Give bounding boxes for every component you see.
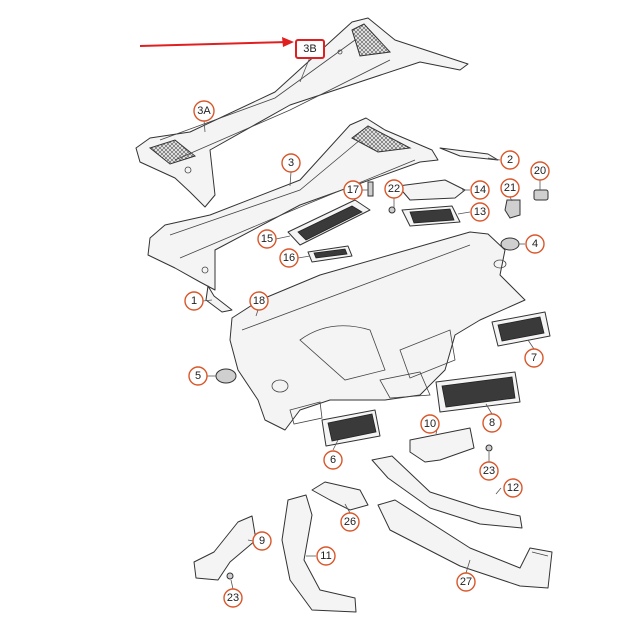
part-23-screw-b xyxy=(226,572,234,580)
callout-2[interactable]: 2 xyxy=(500,150,520,170)
callout-9-label: 9 xyxy=(259,535,265,547)
leader-lines xyxy=(202,56,541,590)
callout-17[interactable]: 17 xyxy=(343,180,363,200)
callout-12-label: 12 xyxy=(507,482,519,494)
pointer-arrow xyxy=(139,37,294,47)
callout-20[interactable]: 20 xyxy=(530,161,550,181)
part-12-duct xyxy=(371,455,523,529)
part-27-floor-duct xyxy=(377,499,553,589)
part-16-bezel xyxy=(307,245,353,263)
callout-23-lower[interactable]: 23 xyxy=(223,588,243,608)
part-17-22-fasteners xyxy=(367,181,396,214)
callout-8[interactable]: 8 xyxy=(482,413,502,433)
callout-15[interactable]: 15 xyxy=(257,229,277,249)
callout-23-upper-label: 23 xyxy=(483,465,495,477)
part-7-right-vent xyxy=(491,311,551,347)
callout-7-label: 7 xyxy=(531,352,537,364)
callout-10[interactable]: 10 xyxy=(420,414,440,434)
callout-6[interactable]: 6 xyxy=(323,450,343,470)
callout-4[interactable]: 4 xyxy=(525,234,545,254)
part-11-duct xyxy=(281,494,357,613)
callout-26-label: 26 xyxy=(344,516,356,528)
part-10-duct xyxy=(409,427,475,463)
part-20-clip xyxy=(533,189,549,201)
callout-13[interactable]: 13 xyxy=(470,202,490,222)
callout-17-label: 17 xyxy=(347,184,359,196)
part-21-bracket xyxy=(504,199,521,219)
part-26-duct xyxy=(311,481,369,511)
callout-18-label: 18 xyxy=(253,295,265,307)
callout-11-label: 11 xyxy=(320,550,331,562)
part-14-bracket xyxy=(397,179,466,201)
callout-1-label: 1 xyxy=(191,295,197,307)
callout-21[interactable]: 21 xyxy=(500,178,520,198)
callout-10-label: 10 xyxy=(424,418,436,430)
callout-14-label: 14 xyxy=(474,184,486,196)
callout-22-label: 22 xyxy=(388,183,400,195)
callout-9[interactable]: 9 xyxy=(252,531,272,551)
callout-27[interactable]: 27 xyxy=(456,572,476,592)
callout-16[interactable]: 16 xyxy=(279,248,299,268)
part-3-plenum-panel xyxy=(147,117,439,291)
callout-4-label: 4 xyxy=(532,238,538,250)
callout-5-label: 5 xyxy=(195,370,201,382)
callout-3a-label: 3A xyxy=(197,105,211,117)
callout-3b[interactable]: 3B xyxy=(295,39,325,59)
callout-21-label: 21 xyxy=(504,182,516,194)
callout-3b-label: 3B xyxy=(303,43,316,55)
part-23-screw-a xyxy=(485,444,493,452)
callout-1[interactable]: 1 xyxy=(184,291,204,311)
callout-6-label: 6 xyxy=(330,454,336,466)
callout-13-label: 13 xyxy=(474,206,486,218)
callout-7[interactable]: 7 xyxy=(524,348,544,368)
part-3b-plenum-cover xyxy=(135,17,469,208)
callout-5[interactable]: 5 xyxy=(188,366,208,386)
callout-27-label: 27 xyxy=(460,576,472,588)
part-18-dashboard xyxy=(229,231,526,431)
part-8-center-vent xyxy=(435,371,521,413)
callout-22[interactable]: 22 xyxy=(384,179,404,199)
callout-16-label: 16 xyxy=(283,252,295,264)
callout-3[interactable]: 3 xyxy=(281,153,301,173)
callouts: 3B 3A 2 3 20 17 22 14 xyxy=(184,39,550,608)
part-15-defrost-grille xyxy=(287,199,371,246)
callout-26[interactable]: 26 xyxy=(340,512,360,532)
callout-20-label: 20 xyxy=(534,165,546,177)
callout-15-label: 15 xyxy=(261,233,273,245)
part-9-bracket xyxy=(193,515,257,581)
part-6-left-vent xyxy=(321,409,381,447)
callout-23-lower-label: 23 xyxy=(227,592,239,604)
callout-23-upper[interactable]: 23 xyxy=(479,461,499,481)
callout-14[interactable]: 14 xyxy=(470,180,490,200)
part-13-center-vent xyxy=(401,205,461,227)
callout-3-label: 3 xyxy=(288,157,294,169)
part-5-cap xyxy=(215,368,237,384)
callout-2-label: 2 xyxy=(507,154,513,166)
callout-3a[interactable]: 3A xyxy=(193,100,215,122)
callout-18[interactable]: 18 xyxy=(249,291,269,311)
callout-11[interactable]: 11 xyxy=(316,546,336,566)
callout-12[interactable]: 12 xyxy=(503,478,523,498)
part-1-side-trim xyxy=(205,285,233,313)
callout-8-label: 8 xyxy=(489,417,495,429)
